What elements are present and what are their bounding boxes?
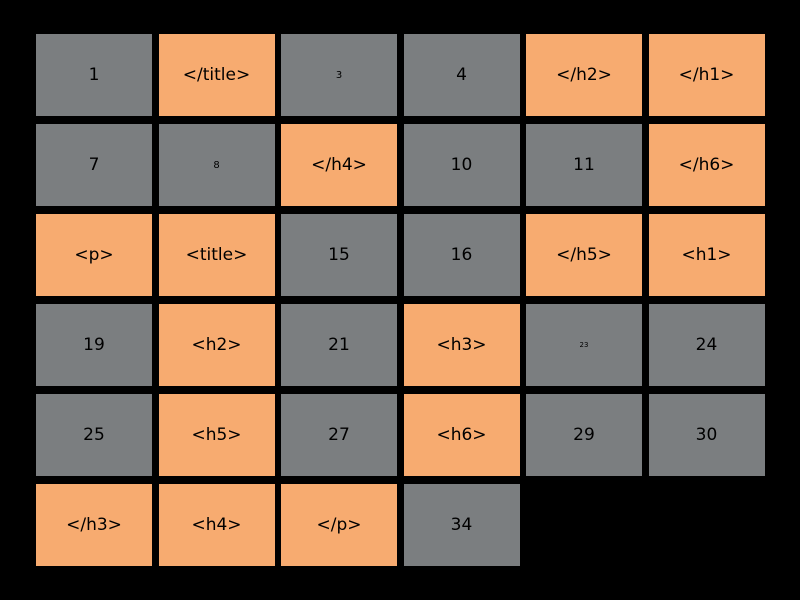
tile-4[interactable]: 4 [403,34,520,116]
tile-34[interactable]: 34 [403,484,520,566]
tile-25[interactable]: 25 [36,394,152,476]
tile-24[interactable]: 24 [648,304,765,386]
tile-26[interactable]: <h5> [158,394,275,476]
tile-20[interactable]: <h2> [158,304,275,386]
tile-12[interactable]: </h6> [648,124,765,206]
tile-21[interactable]: 21 [281,304,397,386]
tile-23[interactable]: 23 [526,304,642,386]
tile-1[interactable]: 1 [36,34,152,116]
tile-18[interactable]: <h1> [648,214,765,296]
tile-2[interactable]: </title> [158,34,275,116]
tile-3[interactable]: 3 [281,34,397,116]
tile-7[interactable]: 7 [36,124,152,206]
tile-32[interactable]: <h4> [158,484,275,566]
tile-27[interactable]: 27 [281,394,397,476]
tile-16[interactable]: 16 [403,214,520,296]
tile-9[interactable]: </h4> [281,124,397,206]
tile-6[interactable]: </h1> [648,34,765,116]
tile-19[interactable]: 19 [36,304,152,386]
tile-14[interactable]: <title> [158,214,275,296]
tile-17[interactable]: </h5> [526,214,642,296]
memory-board: 1 </title> 3 4 </h2> </h1> 7 8 </h4> 10 … [36,34,765,566]
tile-33[interactable]: </p> [281,484,397,566]
tile-29[interactable]: 29 [526,394,642,476]
tile-8[interactable]: 8 [158,124,275,206]
tile-28[interactable]: <h6> [403,394,520,476]
tile-22[interactable]: <h3> [403,304,520,386]
tile-15[interactable]: 15 [281,214,397,296]
tile-5[interactable]: </h2> [526,34,642,116]
tile-11[interactable]: 11 [526,124,642,206]
tile-31[interactable]: </h3> [36,484,152,566]
tile-13[interactable]: <p> [36,214,152,296]
tile-30[interactable]: 30 [648,394,765,476]
tile-10[interactable]: 10 [403,124,520,206]
